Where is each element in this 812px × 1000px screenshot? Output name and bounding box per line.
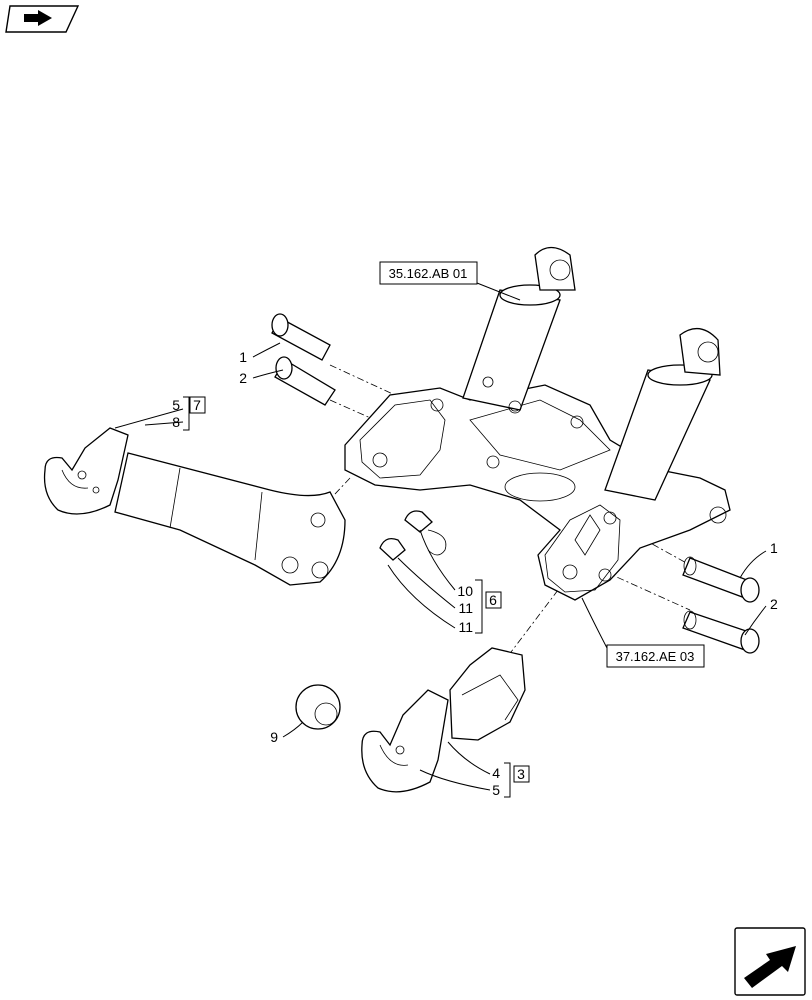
- callout-1-left: 1: [239, 349, 247, 365]
- callout-4: 4: [492, 765, 500, 781]
- callout-2-left: 2: [239, 370, 247, 386]
- callout-11a: 11: [458, 600, 473, 616]
- callout-1-right: 1: [770, 540, 778, 556]
- callout-5-bottom: 5: [492, 782, 500, 798]
- reference-bottom[interactable]: 37.162.AE 03: [616, 649, 695, 664]
- next-page-arrow-icon[interactable]: [734, 927, 806, 996]
- callout-8-left: 8: [172, 414, 180, 430]
- quick-coupler-hook-bottom: [361, 647, 526, 793]
- group-box-6: [485, 591, 502, 609]
- hydraulic-cylinder-right: [604, 328, 721, 501]
- quick-coupler-hook-left: [43, 427, 129, 515]
- reference-top[interactable]: 35.162.AB 01: [389, 266, 468, 281]
- pin-1-right: [682, 556, 760, 603]
- callout-10: 10: [457, 583, 473, 599]
- callout-group-6: 6: [489, 592, 497, 608]
- callout-group-7: 7: [193, 397, 201, 413]
- lower-link-arm: [114, 452, 346, 586]
- reference-box-top[interactable]: [379, 261, 478, 285]
- hydraulic-cylinder-left: [462, 246, 576, 414]
- book-arrow-icon[interactable]: [5, 5, 80, 33]
- callout-brackets: [183, 396, 511, 798]
- lift-frame: [344, 384, 731, 601]
- leader-lines: [114, 282, 767, 791]
- linch-pins: [379, 510, 447, 561]
- callout-9: 9: [270, 729, 278, 745]
- group-box-7: [189, 396, 206, 414]
- callout-11b: 11: [458, 619, 473, 635]
- pin-1-left: [271, 313, 331, 361]
- ball-joint: [295, 684, 341, 730]
- callout-group-3: 3: [517, 766, 525, 782]
- group-box-3: [513, 765, 530, 783]
- callout-2-right: 2: [770, 596, 778, 612]
- reference-box-bottom[interactable]: [606, 644, 705, 668]
- callout-5-left: 5: [172, 397, 180, 413]
- pin-2-left: [274, 356, 336, 406]
